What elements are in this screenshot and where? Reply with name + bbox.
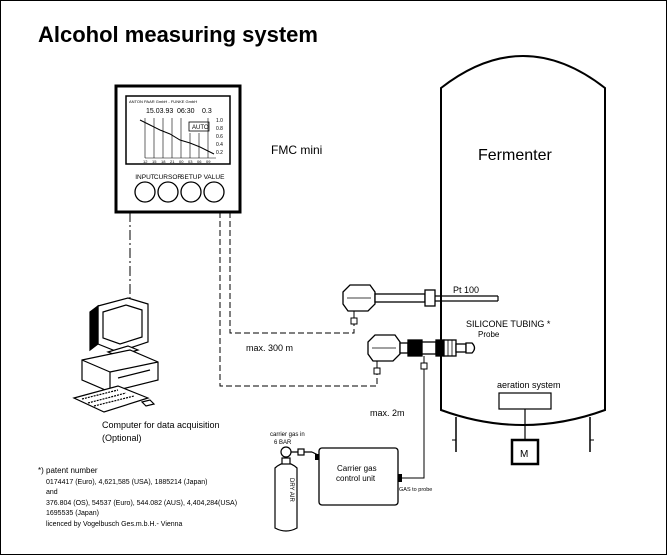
fmc-mini-instrument: ANTON PAAR GmbH - FUNKE GmbH 15.03.93 06…	[114, 84, 242, 214]
computer-screen	[102, 304, 143, 345]
patent-line-4: 1695535 (Japan)	[46, 510, 99, 517]
fmc-auto-box	[188, 121, 210, 132]
fmc-button-label: INPUT	[135, 174, 155, 181]
silicone-tubing-label: SILICONE TUBING *	[466, 319, 551, 329]
patent-notes: *) patent number 0174417 (Euro), 4,621,5…	[38, 466, 237, 528]
computer-label: Computer for data acquisition	[102, 420, 220, 430]
fermenter-tank: Fermenter aeration system M	[440, 55, 606, 466]
computer-keyboard	[72, 385, 150, 413]
control-unit-label-2: control unit	[336, 474, 376, 483]
max-2m-label: max. 2m	[370, 408, 405, 418]
fmc-trend-grid	[144, 118, 216, 159]
fmc-trend-line	[139, 119, 215, 155]
fmc-value: 0.3	[202, 108, 212, 115]
fmc-x-tick-label: 00	[179, 159, 184, 164]
fermenter-label: Fermenter	[478, 147, 552, 164]
fmc-x-tick-label: 15	[152, 159, 157, 164]
computer-optional-label: (Optional)	[102, 433, 142, 443]
fmc-button-label: CURSOR	[154, 174, 182, 181]
fmc-header: ANTON PAAR GmbH - FUNKE GmbH	[129, 99, 197, 104]
patent-heading: *) patent number	[38, 466, 98, 475]
fmc-button-label: VALUE	[204, 174, 225, 181]
gas-bottle-valve	[280, 446, 292, 458]
pt100-cable-gland	[350, 317, 358, 325]
fmc-y-tick-label: 0.2	[216, 150, 223, 156]
computer	[72, 297, 159, 413]
alcohol-probe	[367, 334, 476, 375]
fmc-button-label: SETUP	[180, 174, 202, 181]
gas-bottle	[274, 446, 321, 532]
aeration-system-box	[498, 392, 552, 410]
fmc-x-axis-ticks: 12 15 18 21 00 03 06 09	[143, 159, 211, 164]
patent-line-5: licenced by Vogelbusch Ges.m.b.H.- Vienn…	[46, 521, 183, 528]
fmc-display	[125, 95, 231, 165]
patent-line-2: and	[46, 489, 58, 496]
dry-air-label: DRY AIR	[288, 478, 294, 502]
cable-to-pt100	[229, 212, 355, 334]
probe-label: Probe	[478, 330, 500, 339]
computer-mouse	[140, 399, 156, 407]
cable-to-probe	[219, 212, 378, 387]
probe-gas-port	[420, 362, 428, 370]
fmc-x-tick-label: 18	[161, 159, 166, 164]
aeration-system-label: aeration system	[497, 380, 561, 390]
fmc-x-tick-label: 09	[206, 159, 211, 164]
computer-base-unit	[81, 349, 159, 393]
silicone-tubing-tip	[465, 342, 476, 354]
fmc-y-tick-label: 0.8	[216, 126, 223, 132]
motor-box	[510, 438, 540, 466]
fmc-x-tick-label: 21	[170, 159, 175, 164]
pt100-sensor	[342, 284, 499, 325]
fmc-x-tick-label: 03	[188, 159, 193, 164]
fmc-y-tick-label: 0.4	[216, 142, 223, 148]
fermenter-vessel	[440, 55, 606, 426]
max-300m-label: max. 300 m	[246, 343, 293, 353]
carrier-gas-in-label: carrier gas in	[270, 432, 305, 438]
pt100-label: Pt 100	[453, 285, 479, 295]
pt100-flange	[424, 289, 436, 307]
carrier-gas-control-unit	[315, 447, 402, 506]
carrier-gas-pressure-label: 6 BAR	[274, 440, 292, 446]
fmc-mini-label: FMC mini	[271, 143, 322, 157]
fmc-button-setup[interactable]	[180, 181, 202, 203]
fmc-x-tick-label: 12	[143, 159, 148, 164]
patent-line-3: 376.804 (OS), 54537 (Euro), 544.082 (AUS…	[46, 500, 237, 507]
probe-cable-gland	[373, 367, 381, 375]
signal-cables	[129, 212, 378, 387]
probe-coupling	[407, 339, 423, 357]
pt100-neck	[374, 293, 426, 303]
fmc-y-tick-label: 0.6	[216, 134, 223, 140]
fmc-x-tick-label: 06	[197, 159, 202, 164]
probe-flange	[443, 339, 457, 357]
fmc-button-input[interactable]	[134, 181, 156, 203]
gas-to-probe-label: GAS to probe	[399, 487, 432, 493]
control-unit-label-1: Carrier gas	[337, 464, 377, 473]
gas-line-to-probe	[400, 369, 425, 479]
motor-label: M	[520, 449, 528, 460]
fmc-time: 06:30	[177, 108, 195, 115]
fmc-y-axis-ticks: 1.0 0.8 0.6 0.4 0.2	[216, 118, 223, 156]
fmc-date: 15.03.93	[146, 108, 173, 115]
fmc-button-value[interactable]	[203, 181, 225, 203]
fmc-auto-tag: AUTO	[192, 125, 209, 131]
fmc-y-tick-label: 1.0	[216, 118, 223, 124]
patent-line-1: 0174417 (Euro), 4,621,585 (USA), 1885214…	[46, 479, 208, 486]
diagram-title: Alcohol measuring system	[38, 22, 318, 47]
fmc-button-cursor[interactable]	[157, 181, 179, 203]
